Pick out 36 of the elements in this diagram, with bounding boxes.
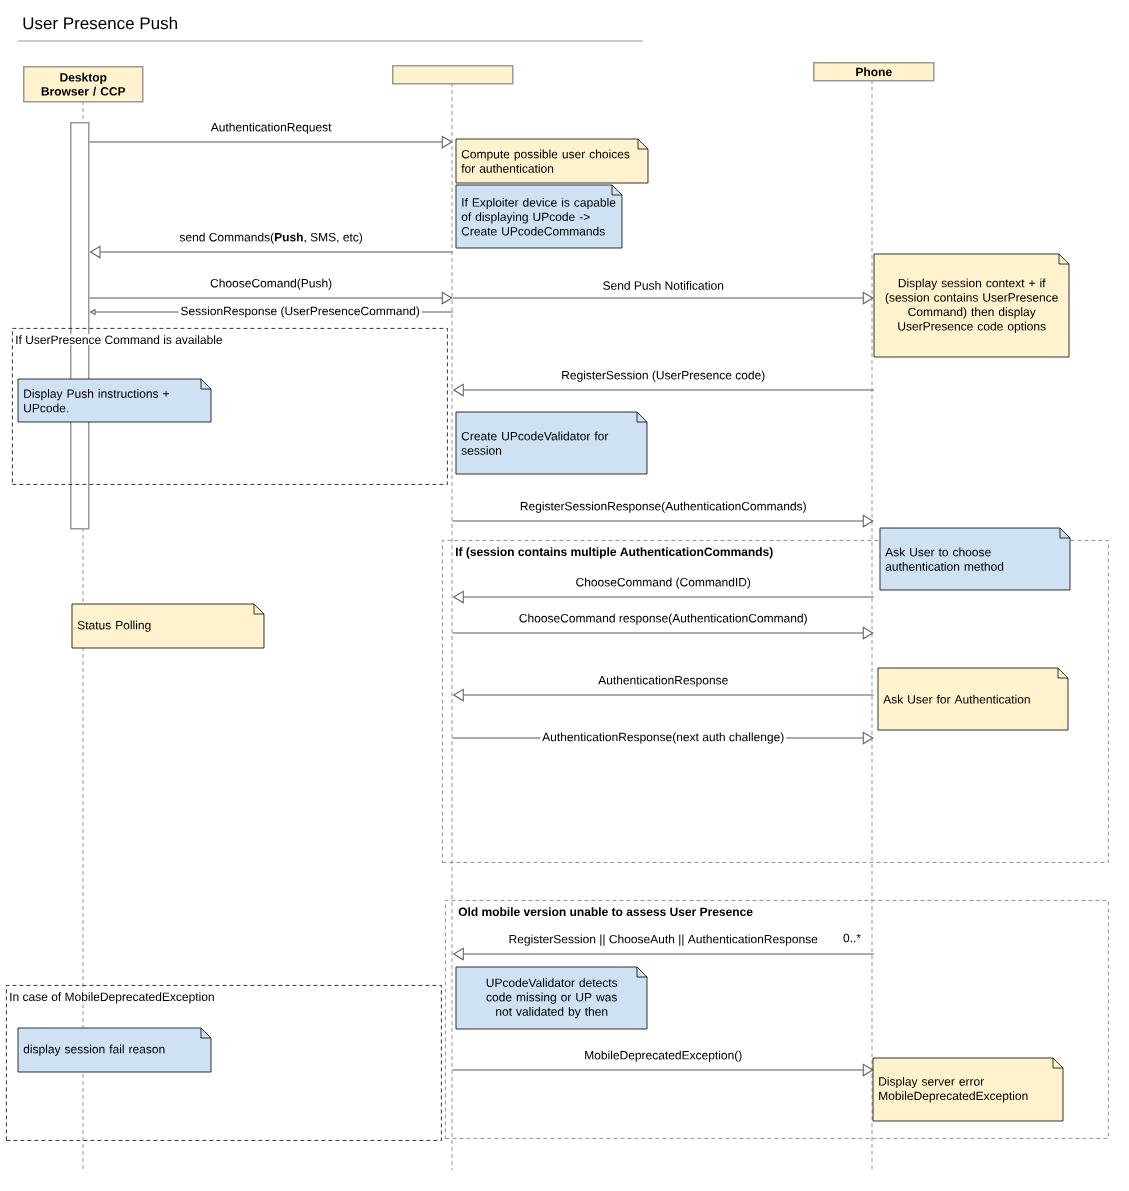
note: Display session context + if (session contains UserPresence Command) then display UserPresence code options: [873, 253, 1070, 358]
edge-label: MobileDeprecatedException(): [585, 1050, 742, 1062]
note: Display server error MobileDeprecatedException: [872, 1057, 1064, 1122]
arrow: [452, 626, 874, 640]
note: Display Push instructions + UPcode.: [17, 378, 212, 423]
note: UPcodeValidator detects code missing or UP was not validated by then: [455, 966, 648, 1030]
edge-label: AuthenticationRequest: [210, 122, 332, 134]
edge-label: ChooseCommand response(AuthenticationCommand): [519, 613, 807, 625]
edge-label: ChooseComand(Push): [210, 278, 332, 290]
arrow: [90, 245, 454, 259]
note: Ask User for Authentication: [877, 667, 1069, 731]
edge-label: Send Push Notification: [603, 281, 724, 290]
edge-label: SessionResponse (UserPresenceCommand): [178, 305, 422, 319]
edge-label: AuthenticationResponse(next auth challenge): [540, 731, 787, 745]
title: User Presence Push: [23, 16, 177, 30]
arrow: [453, 383, 875, 397]
note: If Exploiter device is capable of displaying UPcode -> Create UPcodeCommands: [455, 184, 623, 249]
note: Ask User to choose authentication method: [879, 527, 1071, 591]
arrow: [453, 688, 875, 702]
edge-label: send Commands(Push, SMS, etc): [179, 232, 363, 244]
edge-label: AuthenticationResponse: [598, 675, 728, 687]
arrow: [89, 135, 453, 149]
edge-label: RegisterSessionResponse(AuthenticationCommands): [520, 501, 806, 513]
note: display session fail reason: [17, 1027, 212, 1073]
arrow: [89, 291, 453, 305]
note: Compute possible user choices for authentication: [455, 138, 649, 184]
edge-label: ChooseCommand (CommandID): [576, 577, 751, 589]
arrow: [453, 947, 875, 961]
arrow: [452, 291, 874, 305]
arrow: [452, 1063, 874, 1077]
multiplicity-label: 0..*: [843, 933, 861, 943]
note: Status Polling: [71, 603, 265, 649]
note: Create UPcodeValidator for session: [455, 411, 648, 475]
arrow: [453, 590, 875, 604]
edge-label: RegisterSession (UserPresence code): [562, 370, 765, 382]
arrow: [452, 514, 874, 528]
